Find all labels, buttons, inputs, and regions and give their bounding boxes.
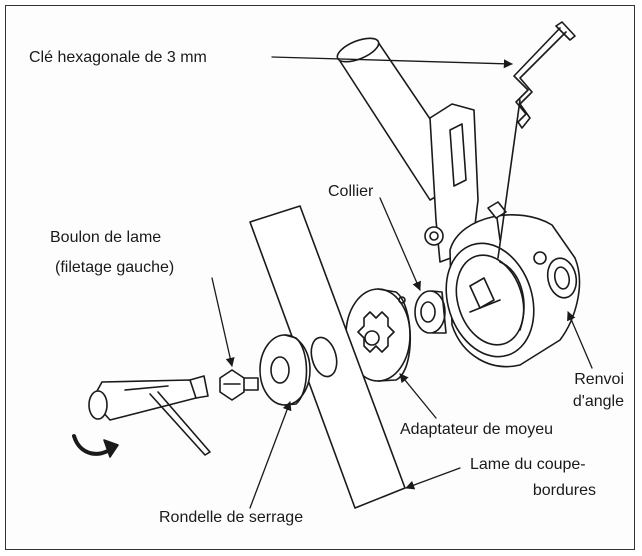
rotation-arrow-icon (72, 434, 119, 458)
label-hex-key: Clé hexagonale de 3 mm (29, 49, 207, 66)
leader-angle-drive (567, 311, 593, 369)
blade-bolt (219, 369, 259, 401)
label-angle-drive-line2: d'angle (572, 393, 624, 410)
leader-blade (405, 467, 461, 490)
leader-hex-key (271, 56, 513, 69)
label-blade-line1: Lame du coupe- (470, 456, 586, 473)
hub-adapter (345, 288, 411, 382)
leader-collar (379, 197, 421, 291)
label-hub-adapter: Adaptateur de moyeu (400, 421, 553, 438)
hex-key (497, 21, 576, 259)
label-bolt-line2: (filetage gauche) (55, 259, 175, 276)
label-bolt-line1: Boulon de lame (50, 229, 162, 246)
angle-drive-housing (445, 201, 581, 368)
leader-bolt (211, 277, 235, 367)
leader-washer (249, 401, 292, 509)
blade (249, 205, 406, 509)
mounting-bracket (424, 103, 479, 263)
socket-wrench (88, 375, 211, 456)
label-collar: Collier (328, 183, 374, 200)
leader-hub-adapter (399, 373, 437, 419)
label-blade-line2: bordures (532, 482, 596, 499)
clamp-washer (259, 334, 311, 406)
label-clamp-washer: Rondelle de serrage (159, 509, 304, 526)
collar (414, 290, 447, 334)
label-angle-drive-line1: Renvoi (574, 371, 624, 388)
